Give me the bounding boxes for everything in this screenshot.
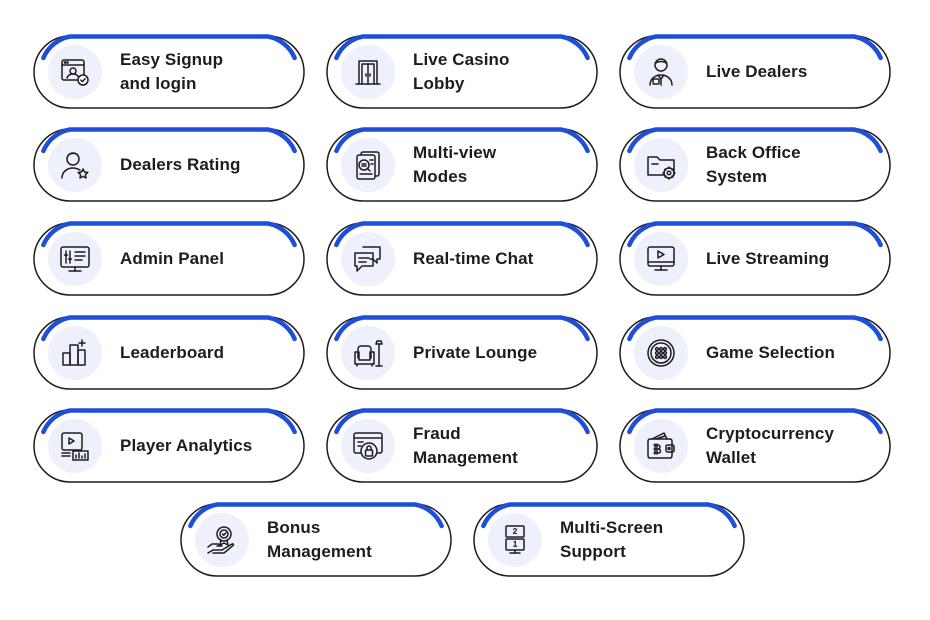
feature-label: Live Streaming <box>706 249 830 268</box>
bonus-award-icon <box>195 513 249 567</box>
folder-gear-icon <box>634 138 688 192</box>
feature-label: Easy Signup and login <box>120 50 224 93</box>
feature-card-easy-signup-and-login: Easy Signup and login <box>33 34 305 109</box>
feature-card-multi-view-modes: Multi-view Modes <box>326 127 598 202</box>
feature-label: Player Analytics <box>120 436 253 455</box>
feature-label: Cryptocurrency Wallet <box>706 424 834 467</box>
multiview-icon <box>341 138 395 192</box>
feature-card-cryptocurrency-wallet: Cryptocurrency Wallet <box>619 408 891 483</box>
analytics-icon <box>48 419 102 473</box>
game-selection-icon <box>634 326 688 380</box>
feature-card-live-casino-lobby: Live Casino Lobby <box>326 34 598 109</box>
feature-card-fraud-management: Fraud Management <box>326 408 598 483</box>
leaderboard-icon <box>48 326 102 380</box>
streaming-icon <box>634 232 688 286</box>
feature-label: Dealers Rating <box>120 155 241 174</box>
feature-card-admin-panel: Admin Panel <box>33 221 305 296</box>
feature-card-game-selection: Game Selection <box>619 315 891 390</box>
feature-label: Multi-view Modes <box>413 143 497 186</box>
feature-label: Multi-Screen Support <box>560 518 664 561</box>
fraud-lock-icon <box>341 419 395 473</box>
chat-icon <box>341 232 395 286</box>
crypto-wallet-icon <box>634 419 688 473</box>
feature-label: Back Office System <box>706 143 801 186</box>
feature-label: Real-time Chat <box>413 249 534 268</box>
lobby-door-icon <box>341 45 395 99</box>
multi-screen-icon <box>488 513 542 567</box>
feature-label: Live Dealers <box>706 62 808 81</box>
feature-label: Fraud Management <box>413 424 518 467</box>
signup-icon <box>48 45 102 99</box>
feature-card-multi-screen-support: Multi-Screen Support <box>473 502 745 577</box>
feature-card-back-office-system: Back Office System <box>619 127 891 202</box>
feature-label: Private Lounge <box>413 343 538 362</box>
feature-card-live-streaming: Live Streaming <box>619 221 891 296</box>
feature-label: Bonus Management <box>267 518 372 561</box>
dealer-rating-icon <box>48 138 102 192</box>
feature-card-live-dealers: Live Dealers <box>619 34 891 109</box>
lounge-icon <box>341 326 395 380</box>
feature-card-dealers-rating: Dealers Rating <box>33 127 305 202</box>
dealer-icon <box>634 45 688 99</box>
admin-panel-icon <box>48 232 102 286</box>
feature-label: Live Casino Lobby <box>413 50 510 93</box>
feature-card-private-lounge: Private Lounge <box>326 315 598 390</box>
feature-label: Leaderboard <box>120 343 225 362</box>
feature-card-bonus-management: Bonus Management <box>180 502 452 577</box>
feature-label: Admin Panel <box>120 249 225 268</box>
feature-card-real-time-chat: Real-time Chat <box>326 221 598 296</box>
feature-card-leaderboard: Leaderboard <box>33 315 305 390</box>
feature-card-player-analytics: Player Analytics <box>33 408 305 483</box>
feature-label: Game Selection <box>706 343 835 362</box>
